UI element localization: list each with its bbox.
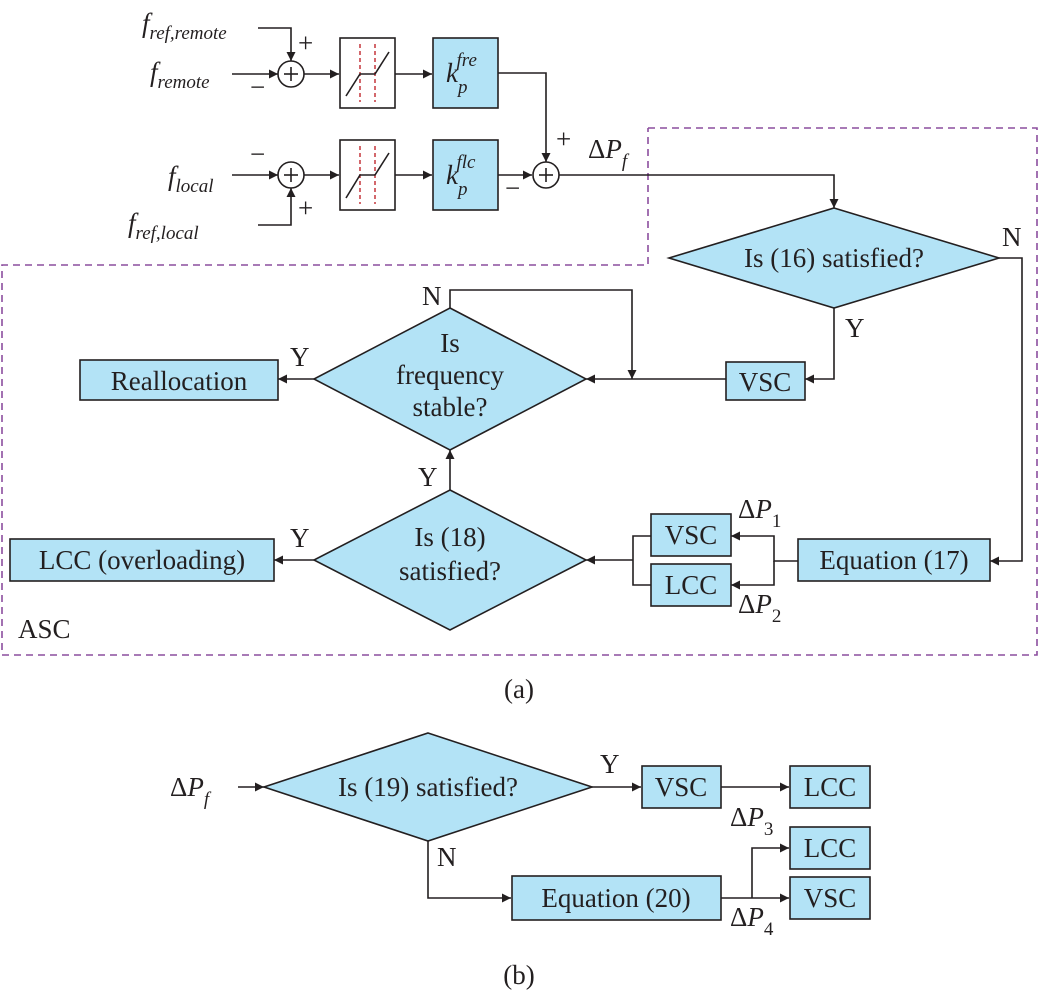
decision-freq-yes-label: Y [290,342,310,372]
reallocation-block [79,359,279,401]
decision-18-line2: satisfied? [399,556,501,586]
delta-p2-wire [731,561,775,590]
delta-pf-label: ΔPf [588,134,630,172]
f-ref-local-label: fref,local [128,208,199,244]
decision-freq-no-label: N [422,281,442,311]
remote-minus-sign: − [250,72,265,102]
lcc-block [650,563,732,607]
decision-16-no-path [990,257,1023,566]
f-local-label: flocal [168,161,214,197]
decision-19-no-label: N [437,842,457,872]
b-vsc-block-bottom [789,876,871,920]
b-vsc-block-top [641,765,722,809]
b-lcc-block-top [789,765,871,809]
vsc-block-upper [725,361,806,401]
b-lcc-bottom-text: LCC [804,833,857,863]
remote-deadband-icon [345,44,390,102]
lcc-text: LCC [665,570,718,600]
remote-gain-wire [498,72,551,162]
decision-18-line1: Is (18) [414,522,485,552]
vsc-block-lower [650,513,732,557]
b-branch-to-lcc [751,843,789,898]
delta-p1-label: ΔP1 [738,494,781,532]
remote-gain-label: kpfre [446,50,477,98]
decision-freq-no-path [449,289,637,379]
delta-p2-label: ΔP2 [738,589,781,627]
lcc-overloading-block [9,538,275,582]
delta-p1-wire [731,531,798,562]
b-vsc-bottom-text: VSC [804,883,857,913]
decision-19-text: Is (19) satisfied? [338,772,518,802]
f-ref-remote-label: fref,remote [142,8,227,44]
b-lcc-block-bottom [789,826,871,870]
local-deadband-icon [345,146,390,204]
local-plus-sign: + [298,193,313,223]
vsc-upper-text: VSC [739,367,792,397]
decision-18-up-label: Y [418,462,438,492]
local-gain-block [432,139,499,211]
f-ref-local-wire [258,188,296,226]
delta-p3-label: ΔP3 [730,802,773,840]
equation-20-text: Equation (20) [541,883,690,913]
lcc-overloading-text: LCC (overloading) [39,545,245,575]
decision-16-no-label: N [1002,222,1022,252]
decision-16-text: Is (16) satisfied? [744,243,924,273]
vsc-lower-text: VSC [665,520,718,550]
sum-minus-sign: − [505,173,520,203]
caption-a: (a) [504,674,534,704]
asc-region-label: ASC [18,614,71,644]
delta-p4-label: ΔP4 [730,902,774,940]
decision-19-no-path [427,841,511,903]
panel-b: ΔPf Is (19) satisfied? Y VSC ΔP3 LCC N E… [170,732,871,990]
caption-b: (b) [503,960,534,990]
decision-18 [312,489,588,631]
b-lcc-top-text: LCC [804,772,857,802]
equation-17-text: Equation (17) [819,545,968,575]
asc-region-outline [1,127,1038,656]
sum-plus-sign: + [556,124,571,154]
panel-a: ASC fref,remote fremote flocal fref,loca… [1,8,1038,704]
remote-deadband-block [339,37,396,109]
decision-18-yes-label: Y [290,523,310,553]
f-ref-remote-wire [258,27,296,61]
decision-freq-line3: stable? [413,392,488,422]
delta-pf-wire [559,174,839,208]
f-remote-label: fremote [150,57,210,93]
equation-17-block [797,538,991,582]
local-gain-label: kpflc [446,152,476,200]
vsc-lcc-merge-wire [632,535,651,586]
decision-16-yes-label: Y [845,313,865,343]
remote-plus-sign: + [298,28,313,58]
decision-16-yes-path [805,308,835,384]
remote-gain-block [432,37,499,109]
b-delta-pf-label: ΔPf [170,772,212,810]
decision-19-yes-label: Y [600,749,620,779]
b-vsc-top-text: VSC [655,772,708,802]
local-minus-sign: − [250,139,265,169]
decision-freq-line1: Is [440,328,460,358]
equation-20-block [511,875,722,921]
reallocation-text: Reallocation [111,366,248,396]
decision-freq-line2: frequency [396,360,504,390]
